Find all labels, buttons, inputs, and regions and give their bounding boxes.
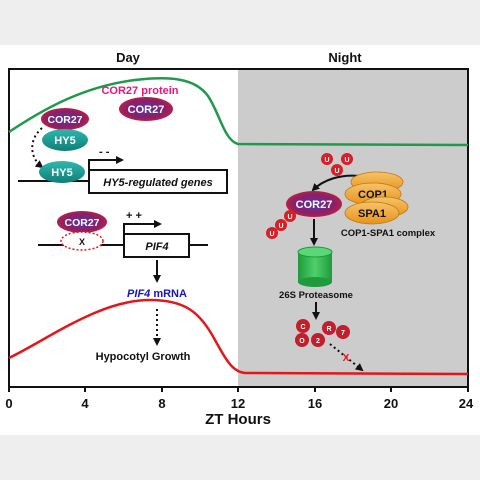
- x-axis: [8, 387, 469, 392]
- degradation-dotted-arrow: [329, 343, 364, 372]
- fragment-o: [295, 333, 309, 347]
- pif4-mrna-gene: PIF4: [127, 288, 150, 300]
- fragment-c: [296, 319, 310, 333]
- fragment-r: [322, 321, 336, 335]
- x-tick-4: 4: [81, 396, 89, 411]
- x-tick-12: 12: [231, 396, 245, 411]
- spa1-label: SPA1: [358, 208, 386, 220]
- ubiquitin-top-3: [341, 153, 353, 165]
- x-tick-8: 8: [158, 396, 165, 411]
- bottom-band: [0, 435, 480, 480]
- activation-marks: + +: [126, 210, 142, 222]
- hy5-transcription-arrow: [88, 156, 124, 172]
- ubiquitin-label-attached-2: U: [278, 223, 283, 230]
- ubiquitin-attached-3: [266, 227, 278, 239]
- cor27-protein-curve: [8, 77, 469, 147]
- hypocotyl-growth-label: Hypocotyl Growth: [96, 351, 191, 363]
- ubiquitin-label-attached-3: U: [269, 231, 274, 238]
- hy5-gene-box: [88, 169, 228, 194]
- cor27-label-pif4: COR27: [64, 217, 99, 229]
- cor27-protein-night: [286, 191, 342, 217]
- ubiquitin-label-attached-1: U: [287, 214, 292, 221]
- pif4-gene-label: PIF4: [145, 241, 168, 253]
- fragment-label-7: 7: [341, 330, 345, 337]
- ubiquitin-attached-2: [275, 219, 287, 231]
- spa1-protein: [344, 201, 400, 225]
- day-label: Day: [116, 50, 141, 65]
- cor27-label-night: COR27: [296, 199, 333, 211]
- ubiquitin-transfer-arrow: [311, 174, 361, 192]
- pif4-mrna-suffix: mRNA: [150, 288, 187, 300]
- blocked-binding-mark: X: [79, 237, 85, 247]
- fragment-label-c: C: [300, 324, 305, 331]
- hy5-label-dna: HY5: [51, 167, 72, 179]
- cor27-label-free: COR27: [128, 104, 165, 116]
- ubiquitin-label-top-1: U: [324, 157, 329, 164]
- degradation-block-mark: X: [343, 353, 350, 364]
- ubiquitin-top-1: [321, 153, 333, 165]
- pif4-transcription-arrow: [123, 220, 162, 236]
- x-axis-title: ZT Hours: [205, 411, 271, 428]
- pif4-gene-box: [123, 233, 190, 258]
- hy5-protein: [42, 129, 88, 151]
- x-tick-24: 24: [459, 396, 474, 411]
- fragment-label-r: R: [326, 326, 331, 333]
- ubiquitin-attached-1: [284, 210, 296, 222]
- hypocotyl-growth-curve: [8, 298, 469, 376]
- cor27-protein-bound: [41, 108, 89, 130]
- fragment-7: [336, 325, 350, 339]
- cop1-spa1-complex-label: COP1-SPA1 complex: [341, 228, 436, 239]
- x-tick-20: 20: [384, 396, 398, 411]
- x-tick-0: 0: [5, 396, 12, 411]
- cor27-protein-label: COR27 protein: [101, 85, 178, 97]
- night-label: Night: [328, 50, 362, 65]
- ubiquitin-label-top-2: U: [334, 168, 339, 175]
- proteasome-label: 26S Proteasome: [279, 290, 353, 301]
- cor27-protein-pif4: [57, 211, 107, 233]
- cor27-label-bound: COR27: [47, 114, 82, 126]
- hy5-protein-dna: [39, 161, 85, 183]
- proteasome-icon: [297, 246, 333, 287]
- fragment-label-o: O: [299, 338, 305, 345]
- repression-marks: - -: [99, 146, 110, 158]
- fragment-label-2: 2: [316, 338, 320, 345]
- ubiquitin-top-2: [331, 164, 343, 176]
- hy5-binding-arrow: [31, 127, 44, 169]
- fragment-2: [311, 333, 325, 347]
- cor27-protein-free: [119, 97, 173, 121]
- x-tick-16: 16: [308, 396, 322, 411]
- hy5-label: HY5: [54, 135, 75, 147]
- ubiquitin-label-top-3: U: [344, 157, 349, 164]
- top-band: [0, 0, 480, 45]
- pif4-mrna-label: PIF4 mRNA: [127, 288, 187, 300]
- hy5-target-label: HY5-regulated genes: [103, 177, 212, 189]
- missing-hy5-dotted: [60, 231, 104, 251]
